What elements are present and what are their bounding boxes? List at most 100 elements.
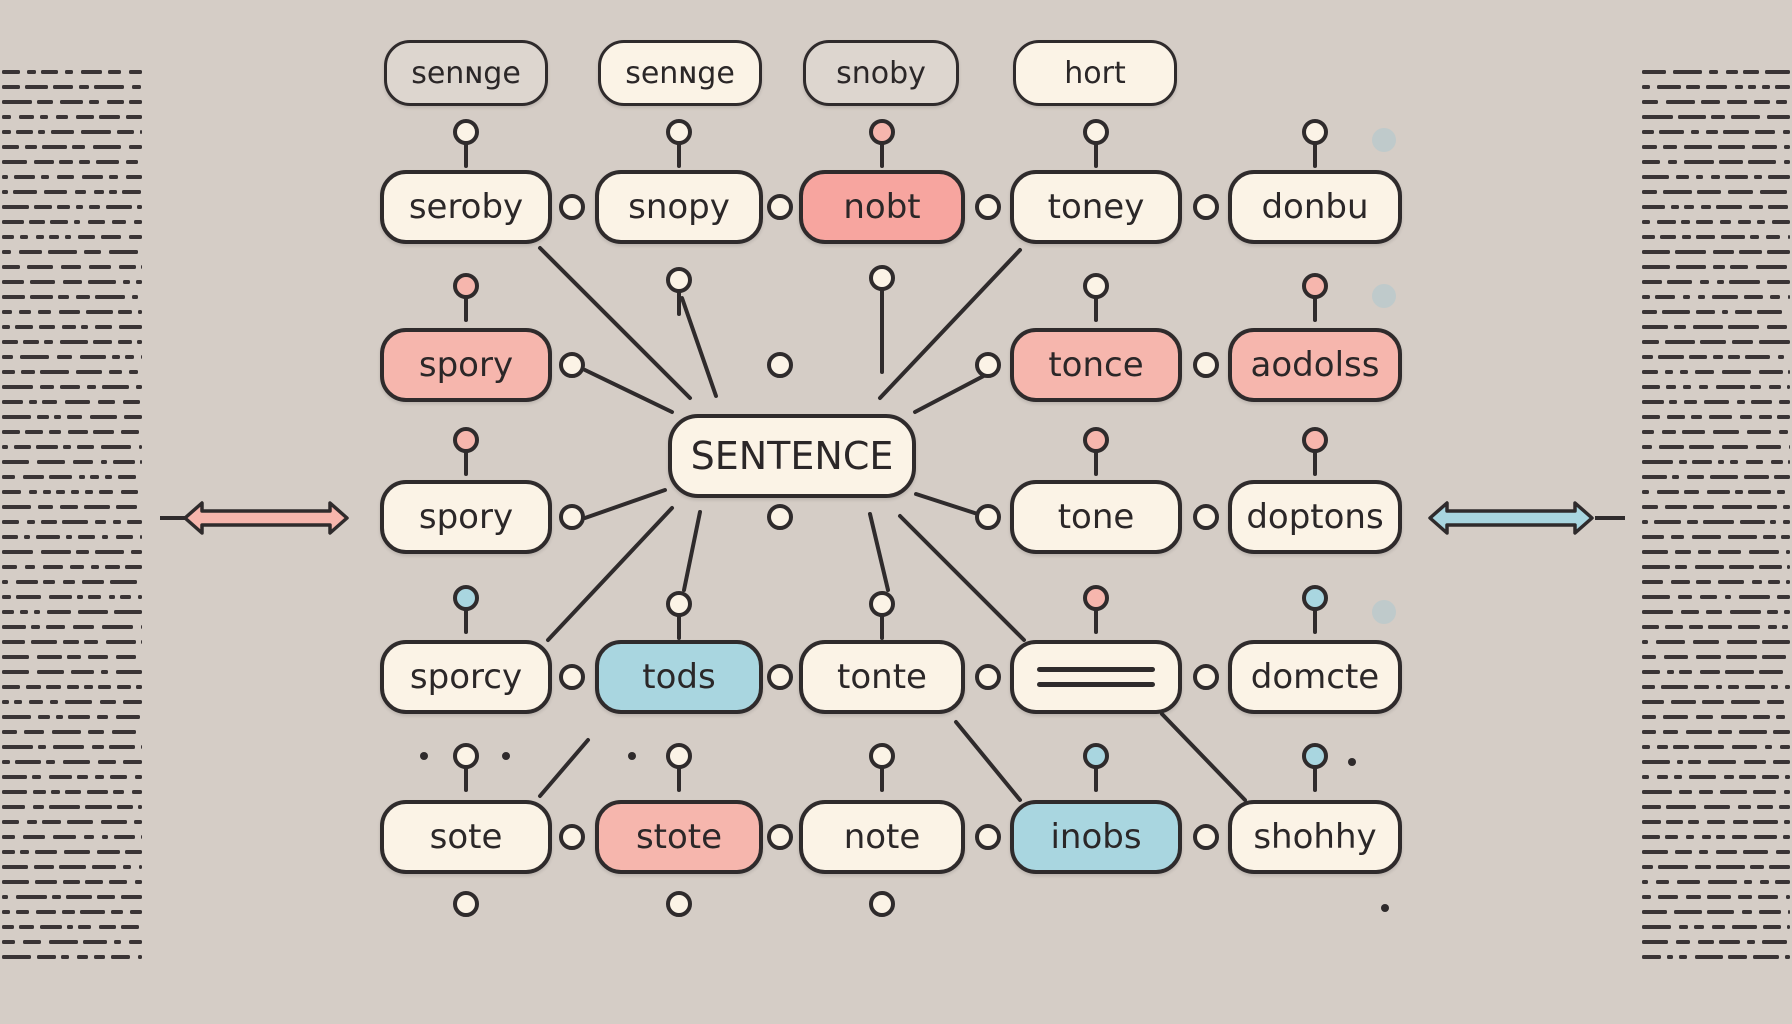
- node-r1-c4[interactable]: toney: [1010, 170, 1182, 244]
- dash-text-mark: [1707, 910, 1734, 914]
- dash-text-mark: [1753, 790, 1776, 794]
- dash-text-mark: [1784, 160, 1790, 164]
- dash-text-mark: [2, 160, 27, 164]
- dash-text-mark: [141, 835, 142, 839]
- dash-text-mark: [1669, 400, 1677, 404]
- pin-dot: [453, 743, 479, 769]
- node-r4-c2[interactable]: tods: [595, 640, 763, 714]
- dash-text-mark: [73, 625, 94, 629]
- link-dot: [1193, 194, 1219, 220]
- dash-text-mark: [1775, 880, 1790, 884]
- dash-text-mark: [1720, 220, 1731, 224]
- dash-text-mark: [78, 535, 95, 539]
- node-r5-c3[interactable]: note: [799, 800, 965, 874]
- dash-text-mark: [112, 220, 126, 224]
- dash-text-mark: [1726, 655, 1757, 659]
- dash-text-mark: [1663, 715, 1688, 719]
- dash-text-mark: [78, 925, 91, 929]
- dash-text-mark: [88, 220, 105, 224]
- dash-text-mark: [1658, 865, 1688, 869]
- connector-line: [898, 514, 1026, 642]
- dash-text-mark: [110, 580, 137, 584]
- dash-text-mark: [1768, 625, 1777, 629]
- dash-text-mark: [1778, 355, 1784, 359]
- dash-text-mark: [1684, 490, 1699, 494]
- node-r4-c5[interactable]: domcte: [1228, 640, 1402, 714]
- dash-text-mark: [2, 925, 14, 929]
- node-r2-c1[interactable]: spory: [380, 328, 552, 402]
- node-r3-c5[interactable]: doptons: [1228, 480, 1402, 554]
- dash-text-mark: [1711, 175, 1720, 179]
- dash-text-mark: [78, 235, 95, 239]
- node-r4-c3[interactable]: tonte: [799, 640, 965, 714]
- dash-text-mark: [1783, 835, 1790, 839]
- dash-text-mark: [49, 235, 59, 239]
- dash-text-mark: [1642, 385, 1660, 389]
- dash-text-mark: [80, 910, 105, 914]
- node-r2-c5[interactable]: aodolss: [1228, 328, 1402, 402]
- dash-text-mark: [1749, 550, 1779, 554]
- node-r1-c1[interactable]: seroby: [380, 170, 552, 244]
- top-node-1[interactable]: senɴge: [384, 40, 548, 106]
- node-r1-c3[interactable]: nobt: [799, 170, 965, 244]
- dash-text-mark: [1731, 700, 1760, 704]
- dash-text-mark: [43, 580, 55, 584]
- dash-text-mark: [1774, 475, 1790, 479]
- dash-text-mark: [25, 85, 48, 89]
- dash-text-mark: [1776, 850, 1790, 854]
- dash-text-mark: [1667, 415, 1685, 419]
- dash-text-mark: [1663, 145, 1677, 149]
- dash-text-mark: [96, 160, 119, 164]
- dash-text-mark: [2, 865, 28, 869]
- dash-text-mark: [1682, 235, 1691, 239]
- dash-text-mark: [31, 625, 40, 629]
- top-node-3[interactable]: snoby: [803, 40, 959, 106]
- dash-text-mark: [1642, 175, 1669, 179]
- dash-text-mark: [117, 685, 131, 689]
- faded-dot: [1372, 284, 1396, 308]
- dash-text-mark: [76, 115, 94, 119]
- dash-text-mark: [1666, 820, 1683, 824]
- node-r5-c2[interactable]: stote: [595, 800, 763, 874]
- link-dot: [975, 824, 1001, 850]
- dash-text-mark: [2, 445, 8, 449]
- dash-text-mark: [1678, 595, 1692, 599]
- node-r1-c2[interactable]: snopy: [595, 170, 763, 244]
- dash-text-mark: [34, 865, 54, 869]
- dash-text-mark: [2, 940, 15, 944]
- node-r5-c5[interactable]: shohhy: [1228, 800, 1402, 874]
- dash-text-mark: [1686, 730, 1712, 734]
- node-r5-c4[interactable]: inobs: [1010, 800, 1182, 874]
- top-node-2[interactable]: senɴge: [598, 40, 762, 106]
- dash-text-mark: [19, 310, 31, 314]
- dash-text-mark: [2, 355, 13, 359]
- dash-text-mark: [1716, 850, 1737, 854]
- dash-text-mark: [38, 745, 46, 749]
- dash-text-mark: [41, 175, 49, 179]
- node-r5-c1[interactable]: sote: [380, 800, 552, 874]
- dash-text-mark: [101, 460, 107, 464]
- dash-text-mark: [1787, 385, 1790, 389]
- node-r2-c4[interactable]: tonce: [1010, 328, 1182, 402]
- node-r1-c5[interactable]: donbu: [1228, 170, 1402, 244]
- dash-text-mark: [94, 190, 104, 194]
- node-r3-c1[interactable]: spory: [380, 480, 552, 554]
- node-r4-c4-list[interactable]: [1010, 640, 1182, 714]
- dash-text-mark: [1728, 325, 1759, 329]
- dash-text-mark: [44, 190, 67, 194]
- node-r4-c1[interactable]: sporcy: [380, 640, 552, 714]
- center-node[interactable]: SENTENCE: [668, 414, 916, 498]
- node-r3-c4[interactable]: tone: [1010, 480, 1182, 554]
- dash-text-mark: [1765, 70, 1790, 74]
- dash-text-mark: [25, 145, 37, 149]
- dash-text-mark: [1732, 835, 1747, 839]
- dash-text-mark: [1740, 520, 1765, 524]
- dash-text-mark: [1735, 85, 1743, 89]
- dash-text-mark: [88, 730, 104, 734]
- dash-text-mark: [114, 610, 142, 614]
- dash-text-mark: [1754, 835, 1777, 839]
- dash-text-mark: [1642, 265, 1670, 269]
- top-node-4[interactable]: hort: [1013, 40, 1177, 106]
- dash-text-mark: [1713, 265, 1725, 269]
- dash-text-mark: [2, 205, 29, 209]
